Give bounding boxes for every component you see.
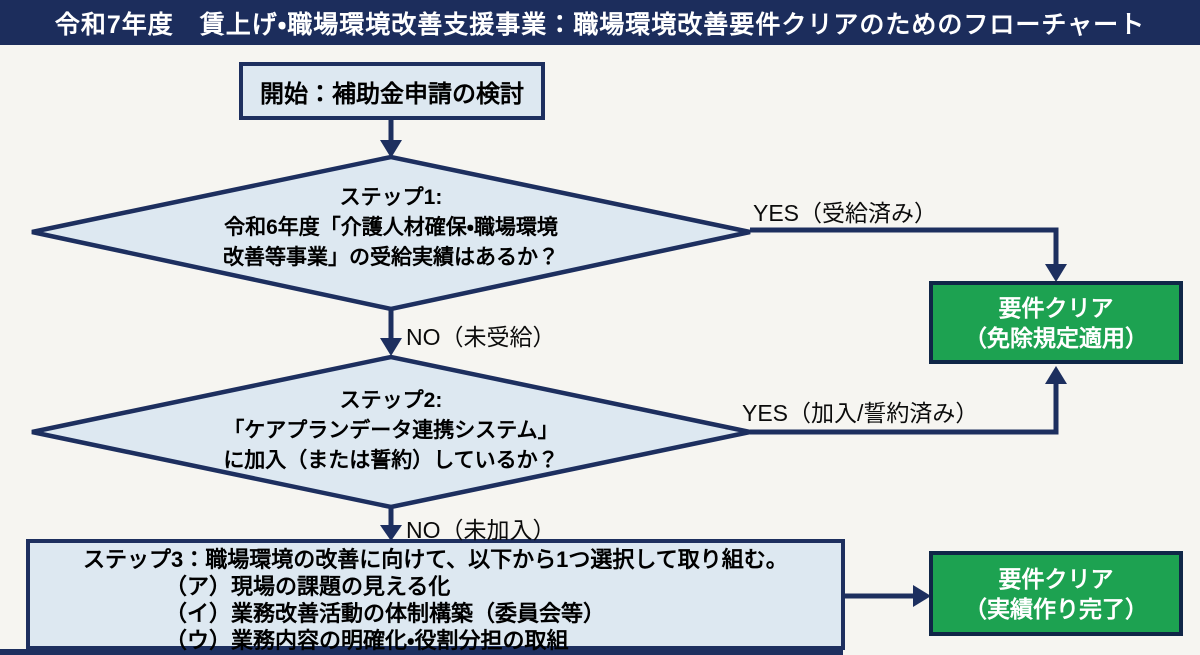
start-node-label: 開始：補助金申請の検討: [260, 80, 524, 108]
outcome-exempt-shape: [929, 281, 1183, 364]
step3-process-shape: [26, 539, 845, 650]
step3-line-4: （ウ）業務内容の明確化・役割分担の取組: [165, 628, 569, 653]
step3-process-text: ステップ3：職場環境の改善に向けて、以下から1つ選択して取り組む。 （ア）現場の…: [32, 546, 839, 654]
step2-line-1: ステップ2:: [339, 389, 443, 412]
arrow-step1-yes: [750, 227, 1059, 267]
header-bar: 令和7年度 賃上げ・職場環境改善支援事業：職場環境改善要件クリアのためのフローチ…: [0, 0, 1200, 45]
outcome-done-label: 要件クリア （実績作り完了）: [931, 553, 1181, 634]
outcome-done-shape: [929, 551, 1183, 636]
arrowhead-start-to-step1: [380, 140, 402, 158]
page-title: 令和7年度 賃上げ・職場環境改善支援事業：職場環境改善要件クリアのためのフローチ…: [54, 10, 1146, 39]
step2-yes-label: YES（加入/誓約済み）: [742, 400, 979, 426]
arrow-step2-yes: [750, 381, 1059, 435]
bottom-edge-line: [0, 649, 843, 655]
step1-line-1: ステップ1:: [339, 186, 443, 209]
step1-decision-text: ステップ1: 令和6年度「介護人材確保・職場環境 改善等事業」の受給実績はあるか…: [80, 183, 702, 273]
step3-line-3: （イ）業務改善活動の体制構築（委員会等）: [165, 601, 606, 626]
arrowhead-step3-to-outcome: [913, 585, 931, 607]
step3-line-2: （ア）現場の課題の見える化: [165, 574, 451, 599]
step3-line-1: ステップ3：職場環境の改善に向けて、以下から1つ選択して取り組む。: [83, 547, 788, 572]
outcome-exempt-line-2: （免除規定適用）: [964, 324, 1148, 351]
step2-decision-text: ステップ2: 「ケアプランデータ連携システム」 に加入（または誓約）しているか？: [80, 386, 702, 476]
step2-line-3: に加入（または誓約）しているか？: [223, 449, 559, 472]
step2-no-label: NO（未加入）: [406, 517, 556, 543]
arrowhead-step2-yes: [1045, 366, 1067, 384]
step1-line-2: 令和6年度「介護人材確保・職場環境: [224, 216, 558, 239]
step1-no-label: NO（未受給）: [406, 324, 556, 350]
outcome-done-line-2: （実績作り完了）: [964, 595, 1148, 622]
step1-line-3: 改善等事業」の受給実績はあるか？: [223, 246, 559, 269]
arrowhead-step2-no: [380, 525, 402, 541]
step2-line-2: 「ケアプランデータ連携システム」: [223, 419, 559, 442]
outcome-exempt-label: 要件クリア （免除規定適用）: [931, 283, 1181, 362]
outcome-done-line-1: 要件クリア: [998, 565, 1114, 592]
outcome-exempt-line-1: 要件クリア: [998, 294, 1114, 321]
arrowhead-step1-yes: [1045, 264, 1067, 282]
arrowhead-step1-no: [380, 338, 402, 356]
step1-yes-label: YES（受給済み）: [753, 200, 938, 226]
